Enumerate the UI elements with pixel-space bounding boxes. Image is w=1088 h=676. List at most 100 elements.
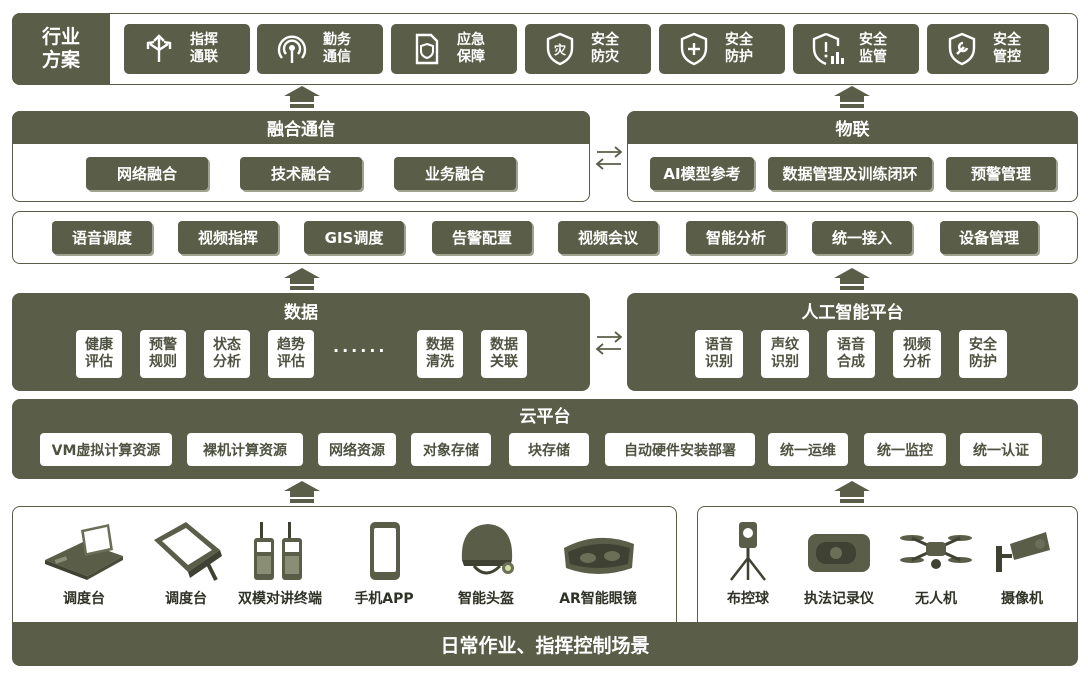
- device-tripod-camera: 布控球: [712, 520, 784, 608]
- cloud-item-2[interactable]: 网络资源: [318, 433, 396, 466]
- iot-item-0[interactable]: AI模型参考: [650, 157, 754, 190]
- shield-wrench-icon: [945, 32, 979, 66]
- shield-document-icon: [409, 32, 443, 66]
- device-walkie-talkie: 双模对讲终端: [228, 520, 332, 608]
- device-smart-helmet: 智能头盔: [440, 520, 532, 608]
- tripod-camera-icon: [730, 522, 766, 581]
- data-item-2[interactable]: 状态 分析: [204, 330, 250, 378]
- ai-item-2[interactable]: 语音 合成: [827, 330, 875, 378]
- solution-label: 安全 管控: [993, 32, 1021, 65]
- up-arrow-icon: [284, 86, 320, 108]
- data-item-right-0[interactable]: 数据 清洗: [417, 330, 463, 378]
- solution-0[interactable]: 指挥 通联: [124, 24, 250, 74]
- service-item-4[interactable]: 视频会议: [558, 221, 658, 254]
- cloud-item-6[interactable]: 统一运维: [768, 433, 848, 466]
- iot-title: 物联: [835, 120, 870, 140]
- service-item-2[interactable]: GIS调度: [304, 221, 404, 254]
- fusion-item-1[interactable]: 技术融合: [240, 157, 362, 190]
- cloud-item-4[interactable]: 块存储: [509, 433, 589, 466]
- device-ar-glasses: AR智能眼镜: [548, 520, 648, 608]
- solution-2[interactable]: 应急 保障: [391, 24, 517, 74]
- solution-label: 安全 监管: [859, 32, 887, 65]
- solution-label: 勤务 通信: [323, 32, 351, 65]
- up-arrow-icon: [834, 268, 870, 290]
- device-label: 调度台: [63, 591, 105, 607]
- data-item-3[interactable]: 趋势 评估: [268, 330, 314, 378]
- cloud-item-0[interactable]: VM虚拟计算资源: [40, 433, 172, 466]
- smart-helmet-icon: [461, 524, 514, 575]
- solution-5[interactable]: 安全 监管: [793, 24, 919, 74]
- cloud-title: 云平台: [519, 407, 571, 427]
- scene-bar: 日常作业、指挥控制场景: [12, 622, 1078, 666]
- device-label: 摄像机: [1001, 591, 1043, 607]
- device-label: 智能头盔: [458, 591, 514, 607]
- solution-label: 指挥 通联: [190, 32, 218, 65]
- dispatch-console-icon: [45, 524, 123, 580]
- fusion-header: 融合通信: [12, 111, 590, 144]
- device-label: AR智能眼镜: [559, 591, 637, 607]
- solution-6[interactable]: 安全 管控: [927, 24, 1049, 74]
- device-cctv-camera: 摄像机: [984, 520, 1060, 608]
- cloud-item-5[interactable]: 自动硬件安装部署: [605, 433, 755, 466]
- device-drone: 无人机: [896, 520, 976, 608]
- svg-text:灾: 灾: [554, 42, 567, 57]
- cloud-item-1[interactable]: 裸机计算资源: [187, 433, 303, 466]
- exchange-arrows-icon: [595, 331, 623, 355]
- device-label: 调度台: [165, 591, 207, 607]
- data-title: 数据: [284, 303, 318, 323]
- data-item-1[interactable]: 预警 规则: [140, 330, 186, 378]
- ai-item-3[interactable]: 视频 分析: [893, 330, 941, 378]
- iot-item-2[interactable]: 预警管理: [946, 157, 1056, 190]
- data-item-right-1[interactable]: 数据 关联: [481, 330, 527, 378]
- solution-label: 安全 防护: [725, 32, 753, 65]
- iot-header: 物联: [627, 111, 1078, 144]
- service-item-5[interactable]: 智能分析: [686, 221, 786, 254]
- data-item-0[interactable]: 健康 评估: [76, 330, 122, 378]
- cloud-item-7[interactable]: 统一监控: [864, 433, 946, 466]
- device-label: 双模对讲终端: [238, 591, 322, 607]
- solution-1[interactable]: 勤务 通信: [257, 24, 383, 74]
- device-label: 无人机: [915, 591, 957, 607]
- up-arrow-icon: [284, 481, 320, 503]
- cloud-item-3[interactable]: 对象存储: [411, 433, 491, 466]
- services-panel: [12, 211, 1078, 264]
- up-arrow-icon: [834, 86, 870, 108]
- scene-label: 日常作业、指挥控制场景: [440, 634, 650, 657]
- device-dispatch-console: 调度台: [38, 520, 130, 608]
- device-dispatch-tablet: 调度台: [140, 520, 232, 608]
- body-recorder-icon: [808, 534, 870, 572]
- signal-tower-icon: [275, 32, 309, 66]
- up-arrow-icon: [834, 481, 870, 503]
- solution-3[interactable]: 灾 安全 防灾: [525, 24, 651, 74]
- solution-label: 安全 防灾: [591, 32, 619, 65]
- fusion-title: 融合通信: [267, 120, 335, 140]
- ai-item-4[interactable]: 安全 防护: [959, 330, 1007, 378]
- fusion-item-2[interactable]: 业务融合: [394, 157, 516, 190]
- ai-item-0[interactable]: 语音 识别: [695, 330, 743, 378]
- cctv-camera-icon: [996, 532, 1050, 572]
- service-item-3[interactable]: 告警配置: [432, 221, 532, 254]
- ai-platform-title: 人工智能平台: [801, 303, 904, 323]
- dispatch-tablet-icon: [154, 522, 222, 581]
- data-ellipsis: ······: [333, 341, 388, 360]
- fire-shield-icon: 灾: [543, 32, 577, 66]
- industry-label: 行业 方案: [41, 26, 80, 71]
- fusion-item-0[interactable]: 网络融合: [86, 157, 208, 190]
- solution-label: 应急 保障: [457, 32, 485, 65]
- solution-4[interactable]: 安全 防护: [659, 24, 785, 74]
- service-item-0[interactable]: 语音调度: [52, 221, 152, 254]
- service-item-7[interactable]: 设备管理: [940, 221, 1038, 254]
- ai-item-1[interactable]: 声纹 识别: [761, 330, 809, 378]
- device-label: 执法记录仪: [804, 591, 874, 607]
- smartphone-icon: [370, 522, 400, 580]
- drone-icon: [900, 535, 972, 569]
- shield-plus-icon: [677, 32, 711, 66]
- service-item-6[interactable]: 统一接入: [812, 221, 912, 254]
- iot-item-1[interactable]: 数据管理及训练闭环: [768, 157, 932, 190]
- service-item-1[interactable]: 视频指挥: [178, 221, 278, 254]
- ar-glasses-icon: [564, 537, 634, 574]
- cloud-item-8[interactable]: 统一认证: [960, 433, 1042, 466]
- shield-chart-icon: [811, 32, 845, 66]
- device-smartphone: 手机APP: [344, 520, 424, 608]
- device-body-recorder: 执法记录仪: [794, 520, 884, 608]
